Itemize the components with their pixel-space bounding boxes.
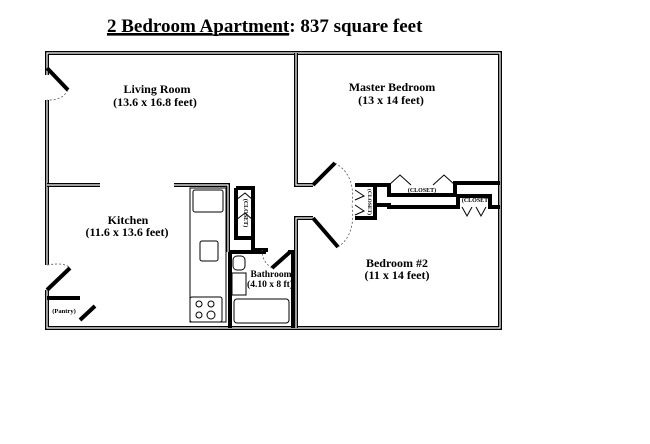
master-bedroom-size: (13 x 14 feet) bbox=[358, 93, 424, 107]
pantry-label: (Pantry) bbox=[52, 308, 75, 315]
title: 2 Bedroom Apartment: 837 square feet bbox=[107, 16, 423, 37]
bedroom2-name: Bedroom #2 bbox=[366, 256, 428, 270]
kitchen-size: (11.6 x 13.6 feet) bbox=[86, 225, 169, 239]
bathroom-sink-icon bbox=[231, 272, 247, 296]
closet-label: (CLOSET) bbox=[242, 199, 249, 227]
bathroom-door bbox=[270, 250, 292, 270]
kitchen-name: Kitchen bbox=[108, 213, 149, 227]
bathroom-size: (4.10 x 8 ft) bbox=[247, 279, 293, 290]
closet-door-icon bbox=[235, 192, 254, 221]
kitchen-sink-icon bbox=[199, 240, 219, 262]
toilet-icon bbox=[232, 255, 246, 271]
closet-door-icon bbox=[461, 206, 487, 218]
master-bedroom-door bbox=[311, 161, 337, 187]
bathtub-icon bbox=[233, 298, 290, 324]
bedroom2-door bbox=[311, 216, 340, 249]
walls bbox=[45, 51, 502, 330]
closet-label: (CLOSET) bbox=[462, 197, 490, 204]
entry-door-bottom bbox=[45, 266, 72, 292]
closet-label: (CLOSET) bbox=[366, 189, 373, 215]
closet-door-icon bbox=[388, 174, 456, 186]
title-apartment-type: 2 Bedroom Apartment bbox=[107, 16, 290, 37]
bedroom2-size: (11 x 14 feet) bbox=[365, 268, 430, 282]
title-area: : 837 square feet bbox=[289, 16, 423, 37]
living-room-size: (13.6 x 16.8 feet) bbox=[113, 95, 197, 109]
doors bbox=[45, 66, 354, 292]
bathroom-name: Bathroom bbox=[251, 270, 292, 280]
master-bedroom-name: Master Bedroom bbox=[349, 80, 436, 94]
fixtures bbox=[189, 174, 487, 324]
stove-icon bbox=[189, 296, 223, 323]
kitchen-counter bbox=[189, 187, 227, 323]
closet-label: (CLOSET) bbox=[408, 187, 436, 194]
closet-door-icon bbox=[354, 189, 366, 216]
refrigerator-icon bbox=[192, 189, 224, 213]
entry-door-top bbox=[45, 66, 70, 92]
room-labels: Living Room (13.6 x 16.8 feet) Master Be… bbox=[52, 80, 490, 315]
living-room-name: Living Room bbox=[123, 82, 190, 96]
